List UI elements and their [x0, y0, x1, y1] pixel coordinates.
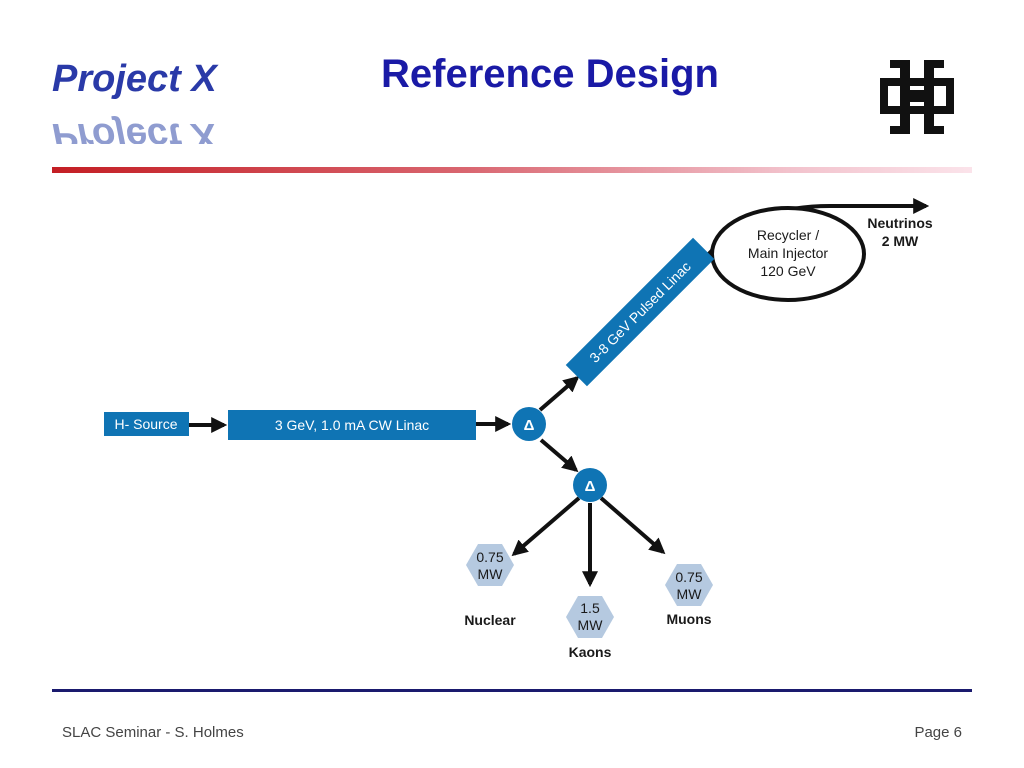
arrow-to-muons: [599, 496, 666, 555]
splitter-node-2: [573, 468, 607, 502]
fermilab-logo-icon: [880, 60, 954, 134]
splitter-node-1: [512, 407, 546, 441]
kaons-hexagon: [566, 596, 614, 638]
header-divider: [52, 167, 972, 173]
arrow-splitter-to-pulsed-linac: [538, 375, 580, 412]
h-source-box: [104, 412, 189, 436]
cw-linac-label: 3 GeV, 1.0 mA CW Linac: [275, 417, 429, 433]
muons-power-unit: MW: [677, 586, 703, 602]
footer-presenter: SLAC Seminar - S. Holmes: [62, 724, 244, 741]
recycler-label-line1: Recycler /: [757, 227, 819, 243]
muons-label: Muons: [666, 611, 711, 627]
kaons-power-unit: MW: [578, 617, 604, 633]
pulsed-linac-label: 3-8 GeV Pulsed Linac: [586, 258, 694, 366]
neutrinos-label: Neutrinos: [867, 215, 933, 231]
splitter-2-symbol: Δ: [585, 478, 596, 495]
pulsed-linac-box: [565, 237, 715, 387]
h-source-label: H- Source: [114, 416, 177, 432]
neutrinos-power: 2 MW: [882, 233, 919, 249]
recycler-label-line2: Main Injector: [748, 245, 828, 261]
kaons-label: Kaons: [569, 644, 612, 660]
cw-linac-box: [228, 410, 476, 440]
nuclear-label: Nuclear: [464, 612, 516, 628]
nuclear-power-value: 0.75: [476, 549, 503, 565]
splitter-1-symbol: Δ: [524, 417, 535, 434]
arrow-splitter-to-second-splitter: [539, 438, 579, 473]
kaons-power-value: 1.5: [580, 600, 600, 616]
muons-hexagon: [665, 564, 713, 606]
recycler-main-injector-ring: [710, 206, 866, 302]
nuclear-hexagon: [466, 544, 514, 586]
arrow-to-nuclear: [511, 496, 581, 557]
project-x-logo: Project X Project X: [52, 58, 252, 144]
slide-title: Reference Design: [381, 52, 719, 96]
footer-divider: [52, 689, 972, 692]
recycler-label-line3: 120 GeV: [760, 263, 816, 279]
muons-power-value: 0.75: [675, 569, 702, 585]
logo-text: Project X: [52, 58, 217, 100]
footer-page-number: Page 6: [914, 724, 962, 741]
nuclear-power-unit: MW: [478, 566, 504, 582]
